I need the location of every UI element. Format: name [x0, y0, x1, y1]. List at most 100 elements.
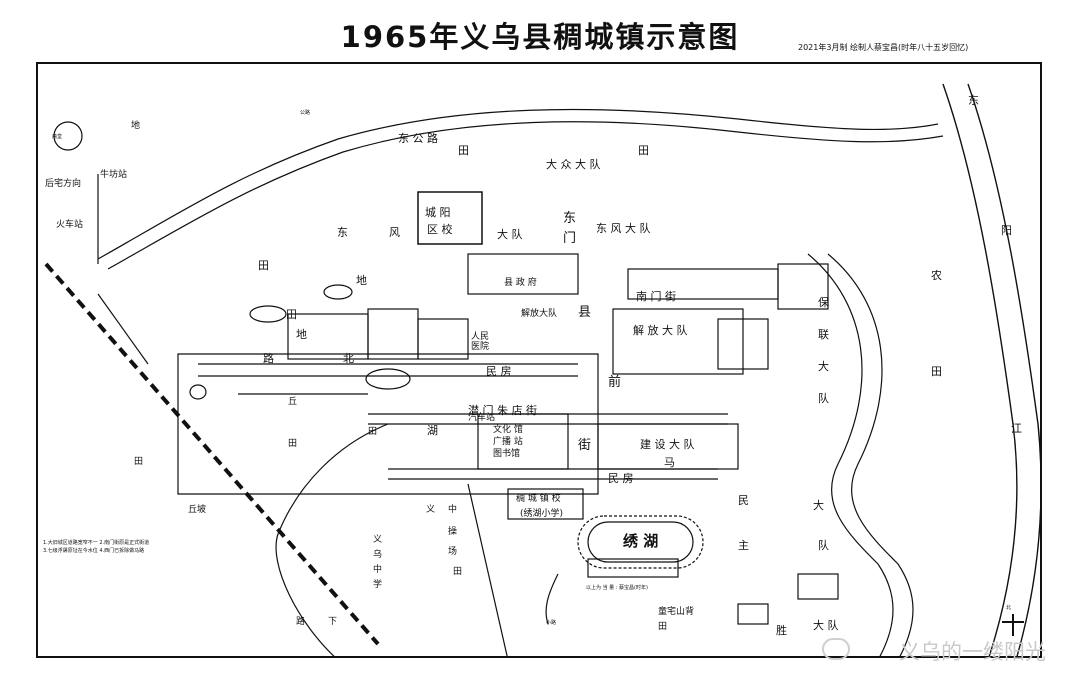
- svg-text:操: 操: [448, 525, 457, 537]
- svg-text:田: 田: [368, 426, 377, 437]
- svg-text:主: 主: [738, 539, 749, 552]
- svg-text:义: 义: [426, 504, 435, 515]
- label-dongfeng-dadui: 东 风 大 队: [596, 221, 651, 235]
- svg-text:中: 中: [373, 563, 382, 575]
- svg-text:县: 县: [578, 305, 591, 320]
- svg-text:湖: 湖: [427, 424, 438, 437]
- sw-road: [275, 423, 389, 656]
- svg-text:火车站: 火车站: [56, 218, 83, 230]
- east-road: [807, 253, 894, 656]
- svg-text:江: 江: [1011, 422, 1022, 435]
- svg-text:前: 前: [608, 374, 621, 390]
- map-subtitle: 2021年3月制 绘制人蔡宝昌(时年八十五岁回忆): [798, 43, 969, 52]
- label-jianshe-dadui: 建 设 大 队: [640, 437, 695, 451]
- svg-text:路: 路: [263, 352, 274, 365]
- railway-line: [44, 262, 380, 646]
- svg-text:牛坊站: 牛坊站: [100, 168, 127, 180]
- svg-text:田: 田: [134, 456, 143, 467]
- jianshe-dadui-block: [597, 423, 739, 470]
- dongyang-river-left: [942, 83, 1018, 656]
- svg-text:地: 地: [131, 119, 140, 131]
- small-road-label: 小路: [546, 619, 556, 626]
- yidong-road-inner: [107, 121, 944, 270]
- svg-text:田: 田: [658, 621, 667, 632]
- svg-text:田: 田: [931, 365, 942, 378]
- svg-text:斋堂: 斋堂: [52, 133, 62, 140]
- south-road: [467, 483, 508, 656]
- svg-text:场: 场: [448, 546, 457, 557]
- xiuhu-lake: [587, 521, 694, 563]
- svg-text:医院: 医院: [471, 340, 489, 352]
- map-canvas: 公路 东 公 路 地 田 田 大 众 大 队 后宅方向 牛坊站 火车站 田 东 …: [43, 83, 1040, 656]
- label-gonglu: 东 公 路: [398, 132, 438, 145]
- svg-text:田: 田: [258, 259, 269, 272]
- note-text: 1.大旧城区道路宽窄不一 2.南门街原是正式街道: [43, 539, 149, 546]
- svg-text:联: 联: [818, 328, 829, 341]
- svg-text:民: 民: [738, 494, 749, 507]
- label-minfang-2: 民 房: [608, 472, 634, 485]
- svg-text:路: 路: [296, 615, 305, 627]
- svg-text:广播 站: 广播 站: [493, 435, 523, 447]
- map-frame: 公路 东 公 路 地 田 田 大 众 大 队 后宅方向 牛坊站 火车站 田 东 …: [36, 62, 1042, 658]
- label-jiefang-dadui: 解 放 大 队: [633, 323, 688, 337]
- label-nanmen-jie: 南 门 街: [636, 289, 676, 303]
- chouzhen-school-block: [507, 488, 584, 520]
- svg-text:队: 队: [818, 538, 829, 552]
- dongyang-river-right: [967, 83, 1040, 656]
- svg-text:保: 保: [818, 295, 829, 309]
- svg-text:中: 中: [448, 503, 457, 515]
- old-town-outline: [177, 353, 599, 495]
- svg-text:汽车站: 汽车站: [468, 411, 495, 423]
- label-da-dui: 大 队: [813, 618, 839, 632]
- svg-text:丘: 丘: [288, 396, 297, 407]
- compass-cross: [1002, 614, 1024, 636]
- svg-text:下: 下: [328, 617, 337, 627]
- svg-text:东: 东: [563, 211, 576, 226]
- svg-text:大: 大: [818, 359, 829, 373]
- watermark-text: 义乌的一缕阳光: [899, 640, 1046, 664]
- jiefang-dadui-block: [612, 308, 744, 375]
- svg-text:3.七级浮屠原址在今水位 4.西门已拆除做马路: 3.七级浮屠原址在今水位 4.西门已拆除做马路: [43, 547, 144, 554]
- svg-text:田: 田: [286, 308, 297, 321]
- svg-text:北: 北: [343, 352, 354, 365]
- culture-block: [477, 413, 569, 470]
- svg-text:文化 馆: 文化 馆: [493, 423, 523, 435]
- svg-text:街: 街: [578, 438, 591, 453]
- svg-text:风: 风: [389, 226, 400, 239]
- label-xiuhu-school: (绣湖小学): [520, 507, 563, 519]
- svg-text:后宅方向: 后宅方向: [45, 177, 81, 189]
- svg-text:图书馆: 图书馆: [493, 447, 520, 459]
- svg-text:田: 田: [453, 566, 462, 577]
- landmark-circle: [53, 121, 83, 151]
- small-road: [545, 573, 559, 625]
- label-tongzhaishan: 童宅山背: [658, 605, 694, 617]
- svg-text:大: 大: [813, 498, 824, 512]
- label-xiuhu: 绣 湖: [622, 532, 658, 550]
- svg-text:阳: 阳: [1001, 224, 1012, 237]
- svg-text:农: 农: [931, 268, 942, 282]
- svg-text:东: 东: [337, 226, 348, 239]
- svg-text:学: 学: [373, 578, 382, 590]
- svg-text:东: 东: [968, 94, 979, 107]
- map-title: 1965年义乌县稠城镇示意图: [340, 20, 740, 54]
- label-chaomen-jie: 潜 门 朱 店 街: [468, 403, 537, 417]
- compass-label: 北: [1006, 604, 1011, 611]
- label-hospital: 人民: [471, 331, 489, 342]
- svg-text:城 阳: 城 阳: [425, 206, 451, 219]
- svg-text:义: 义: [373, 534, 382, 545]
- svg-text:大 队: 大 队: [497, 227, 523, 241]
- scale-note: 以上为 当 量 : 蔡宝昌(时年): [586, 584, 648, 591]
- svg-text:公路: 公路: [300, 109, 310, 116]
- svg-text:地: 地: [356, 274, 367, 287]
- svg-text:胜: 胜: [776, 623, 787, 637]
- svg-text:区 校: 区 校: [427, 222, 453, 236]
- svg-text:乌: 乌: [373, 548, 382, 560]
- baolian-block: [717, 318, 769, 370]
- svg-text:田: 田: [288, 438, 297, 449]
- svg-text:队: 队: [818, 391, 829, 405]
- watermark-wechat-icon: [822, 638, 850, 660]
- label-chouzhen-school: 稠 城 镇 校: [516, 492, 561, 504]
- svg-text:门: 门: [563, 231, 576, 246]
- label-minfang-1: 民 房: [486, 365, 512, 378]
- svg-text:马: 马: [664, 456, 675, 469]
